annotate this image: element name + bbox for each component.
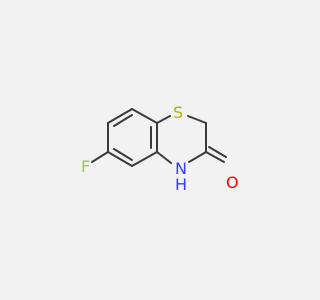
bond-inner-top bbox=[113, 114, 133, 127]
bond-c-o-1 bbox=[205, 151, 225, 163]
bond-ring-bottom-left bbox=[107, 151, 133, 167]
bond-ring-top bbox=[107, 108, 133, 124]
fluorine-label: F bbox=[81, 157, 90, 176]
bond-co-n bbox=[188, 151, 207, 163]
sulfur-label: S bbox=[173, 103, 183, 122]
molecule-canvas: S F N H O bbox=[81, 103, 239, 194]
bond-inner-bottom bbox=[113, 148, 133, 161]
hydrogen-label: H bbox=[175, 175, 187, 194]
structure-diagram: S F N H O bbox=[81, 103, 239, 194]
bond-c-f bbox=[91, 151, 109, 163]
bond-c-s bbox=[156, 115, 171, 124]
bond-n-c bbox=[156, 151, 172, 164]
oxygen-label: O bbox=[226, 173, 239, 192]
bond-ring-top-right bbox=[131, 108, 158, 124]
bond-ring-bottom-right bbox=[131, 151, 158, 167]
bond-c-o-2 bbox=[208, 146, 227, 158]
bond-s-ch2 bbox=[187, 115, 207, 124]
nitrogen-label: N bbox=[175, 159, 187, 178]
